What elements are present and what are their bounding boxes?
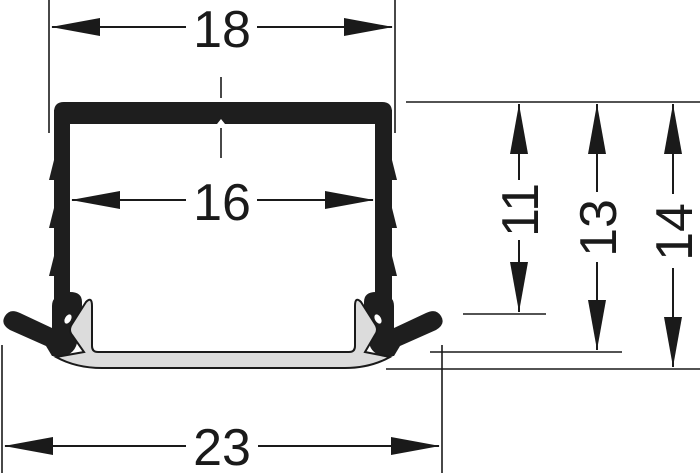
arrow-left-icon xyxy=(4,437,53,455)
dimension-height-14: 14 xyxy=(646,104,700,367)
arrow-right-icon xyxy=(391,437,440,455)
dimension-label-16: 16 xyxy=(193,174,251,232)
arrow-left-icon xyxy=(71,191,120,209)
dimension-height-13: 13 xyxy=(570,104,628,350)
arrow-right-icon xyxy=(325,191,374,209)
dimension-flange-width: 23 xyxy=(4,419,440,473)
dimension-label-18: 18 xyxy=(193,1,251,59)
dimension-label-11: 11 xyxy=(492,183,550,237)
arrow-up-icon xyxy=(588,104,606,154)
height-reference-lines xyxy=(1,101,700,473)
arrow-up-icon xyxy=(510,104,528,154)
arrow-up-icon xyxy=(664,104,682,154)
arrow-right-icon xyxy=(344,18,393,36)
arrow-down-icon xyxy=(588,300,606,350)
aluminium-profile xyxy=(3,102,443,356)
arrow-down-icon xyxy=(664,317,682,367)
dimension-label-23: 23 xyxy=(193,419,251,473)
arrow-left-icon xyxy=(51,18,100,36)
dimension-height-11: 11 xyxy=(492,104,550,312)
arrow-down-icon xyxy=(510,262,528,312)
dimension-label-13: 13 xyxy=(570,199,628,257)
dimension-label-14: 14 xyxy=(646,203,700,261)
dimension-outer-width: 18 xyxy=(48,0,396,133)
diffuser-cover xyxy=(53,298,393,369)
dimension-inner-width: 16 xyxy=(71,174,374,232)
